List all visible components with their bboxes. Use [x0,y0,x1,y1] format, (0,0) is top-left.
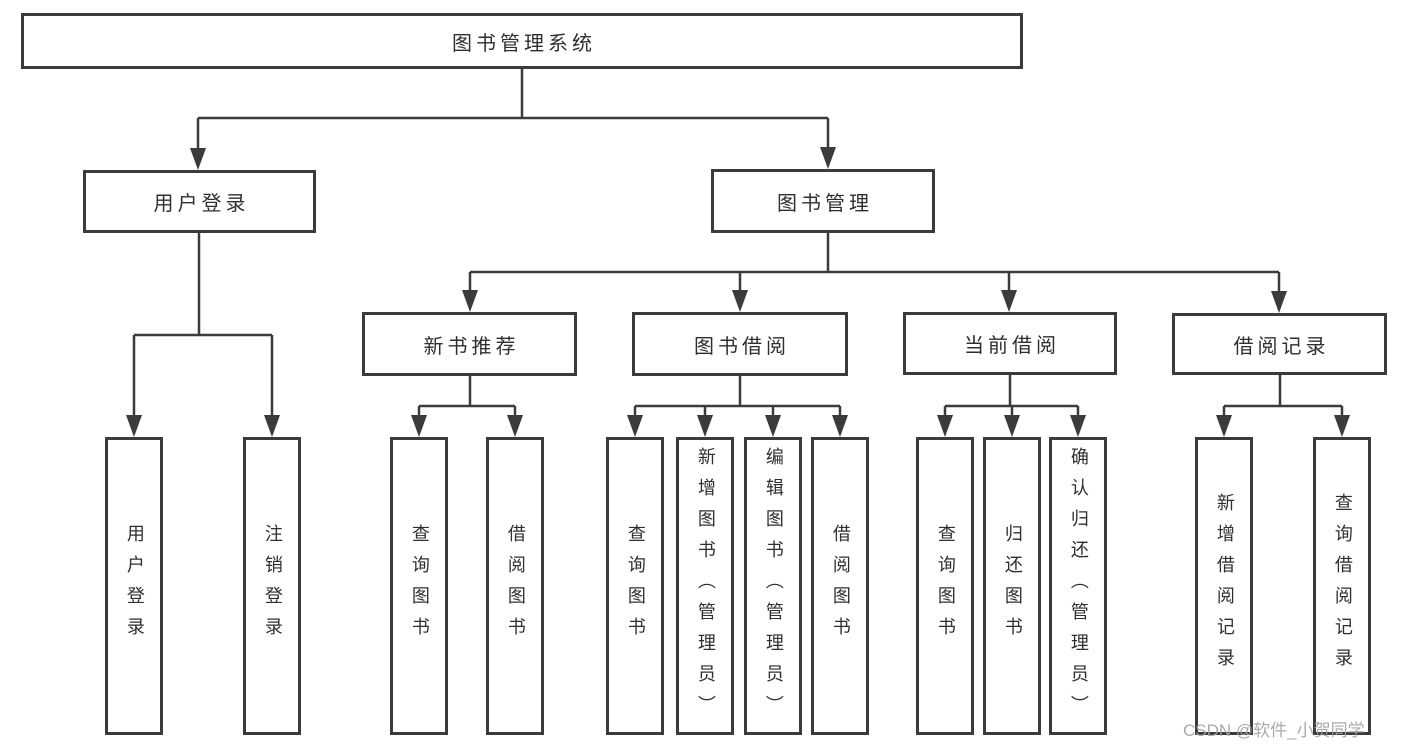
arrow-down-icon [462,290,478,312]
leaf-label: 查询图书 [625,524,646,648]
leaf-label: 新增借阅记录 [1214,493,1235,679]
node-library-system: 图书管理系统 [21,13,1023,69]
arrow-down-icon [1004,415,1020,437]
node-book-borrow: 图书借阅 [632,312,848,376]
leaf-add-borrow-record: 新增借阅记录 [1195,437,1253,735]
arrow-down-icon [937,415,953,437]
leaf-label: 借阅图书 [505,524,526,648]
arrow-down-icon [190,148,206,170]
leaf-label: 归还图书 [1002,524,1023,648]
arrow-down-icon [1070,415,1086,437]
leaf-label: 查询图书 [409,524,430,648]
leaf-query-books-current: 查询图书 [916,437,974,735]
node-borrow-records: 借阅记录 [1172,313,1387,375]
arrow-down-icon [1334,415,1350,437]
arrow-down-icon [126,415,142,437]
leaf-label: 注销登录 [262,524,283,648]
leaf-label: 新增图书（管理员） [695,446,716,726]
leaf-borrow-books: 借阅图书 [811,437,869,735]
arrow-down-icon [1001,290,1017,312]
node-user-login: 用户登录 [83,170,316,233]
arrow-down-icon [1271,291,1287,313]
arrow-down-icon [264,415,280,437]
node-current-borrow: 当前借阅 [903,312,1117,375]
leaf-add-book-admin: 新增图书（管理员） [676,437,734,735]
connector-line [132,69,1344,419]
leaf-query-books-borrow: 查询图书 [606,437,664,735]
arrow-down-icon [820,147,836,169]
arrow-down-icon [832,415,848,437]
leaf-confirm-return-admin: 确认归还（管理员） [1049,437,1107,735]
leaf-user-login: 用户登录 [105,437,163,735]
leaf-edit-book-admin: 编辑图书（管理员） [744,437,802,735]
arrow-down-icon [507,415,523,437]
csdn-watermark: CSDN @软件_小贺同学 [1183,721,1365,740]
leaf-query-books-recommend: 查询图书 [390,437,448,735]
leaf-return-book: 归还图书 [983,437,1041,735]
leaf-label: 编辑图书（管理员） [763,446,784,726]
leaf-label: 查询借阅记录 [1332,493,1353,679]
leaf-label: 用户登录 [124,524,145,648]
arrow-down-icon [627,415,643,437]
node-book-management: 图书管理 [711,169,935,233]
arrow-down-icon [732,290,748,312]
leaf-label: 确认归还（管理员） [1068,446,1089,726]
leaf-query-borrow-record: 查询借阅记录 [1313,437,1371,735]
arrow-down-icon [697,415,713,437]
arrow-down-icon [1216,415,1232,437]
arrow-down-icon [765,415,781,437]
leaf-borrow-books-recommend: 借阅图书 [486,437,544,735]
leaf-logout: 注销登录 [243,437,301,735]
node-new-book-recommend: 新书推荐 [362,312,577,376]
leaf-label: 借阅图书 [830,524,851,648]
leaf-label: 查询图书 [935,524,956,648]
arrow-down-icon [411,415,427,437]
